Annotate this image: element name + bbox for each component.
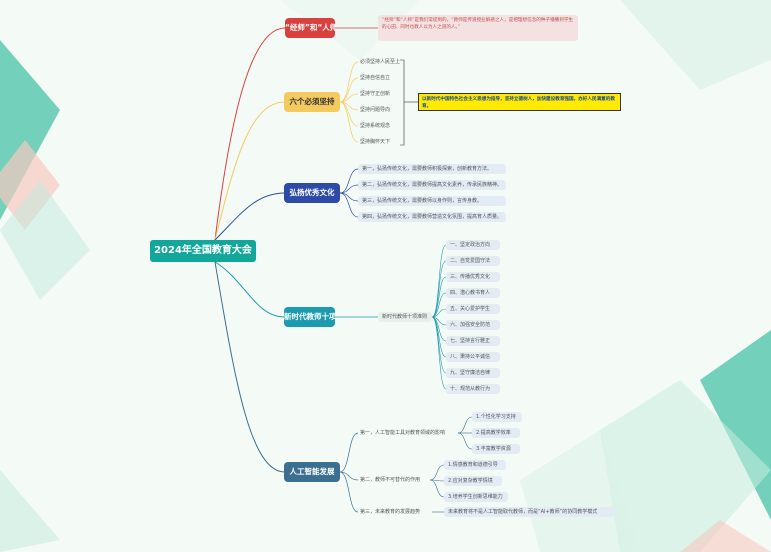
guideline-item[interactable]: 十、规范从教行为 bbox=[446, 384, 500, 394]
guideline-item[interactable]: 五、关心爱护学生 bbox=[446, 304, 500, 314]
guideline-item[interactable]: 九、坚守廉洁自律 bbox=[446, 368, 500, 378]
connector-b2 bbox=[214, 101, 286, 241]
six-musts-item[interactable]: 坚持胸怀天下 bbox=[360, 139, 391, 145]
ai-teacher-item[interactable]: 3.培养学生创新思维能力 bbox=[444, 492, 508, 502]
culture-item[interactable]: 第四，弘扬传统文化，需要教师营造文化氛围，提高育人质量。 bbox=[358, 212, 506, 222]
root-node[interactable]: 2024年全国教育大会 bbox=[150, 240, 256, 262]
ai-group-teacher-role[interactable]: 第二，教师不可替代的作用 bbox=[360, 477, 421, 483]
guideline-item[interactable]: 七、坚持言行雅正 bbox=[446, 336, 500, 346]
six-musts-item[interactable]: 坚持问题导向 bbox=[360, 107, 391, 113]
ai-impact-item[interactable]: 2.提高教学效率 bbox=[472, 428, 520, 438]
connector-b3 bbox=[214, 192, 286, 241]
guideline-item[interactable]: 四、潜心教书育人 bbox=[446, 288, 500, 298]
culture-item[interactable]: 第三，弘扬传统文化，需要教师以身作则，言传身教。 bbox=[358, 196, 506, 206]
branch-jingshi-renshi[interactable]: “经师”和“人师” bbox=[285, 18, 335, 38]
guideline-item[interactable]: 八、秉持公平诚信 bbox=[446, 352, 500, 362]
branch-ten-guidelines[interactable]: 新时代教师十项准则 bbox=[284, 307, 335, 327]
branch-jingshi-note: “经师”和“人师”是我们常提到的，“教师是传道授业解惑之人，是把理想信念的种子播… bbox=[378, 15, 578, 41]
ai-teacher-item[interactable]: 1.情感教育和道德引导 bbox=[444, 460, 506, 470]
ai-group-impact[interactable]: 第一，人工智能工具对教育领域的影响 bbox=[360, 430, 446, 436]
ai-impact-item[interactable]: 1.个性化学习支持 bbox=[472, 412, 522, 422]
ai-impact-item[interactable]: 3.丰富教学资源 bbox=[472, 444, 520, 454]
six-musts-item[interactable]: 坚持自信自立 bbox=[360, 75, 391, 81]
connector-b4 bbox=[214, 261, 286, 318]
six-musts-item[interactable]: 坚持守正创新 bbox=[360, 91, 391, 97]
guideline-item[interactable]: 一、坚定政治方向 bbox=[446, 240, 500, 250]
ai-group-future[interactable]: 第三，未来教育的发展趋势 bbox=[360, 509, 421, 515]
ten-guidelines-hub[interactable]: 新时代教师十项准则 bbox=[378, 312, 432, 322]
culture-item[interactable]: 第二，弘扬传统文化，需要教师提高文化素养，传承民族精神。 bbox=[358, 180, 506, 190]
six-musts-item[interactable]: 必须坚持人民至上 bbox=[360, 59, 400, 65]
six-musts-item[interactable]: 坚持系统观念 bbox=[360, 123, 391, 129]
branch-ai-development[interactable]: 人工智能发展 bbox=[284, 462, 340, 482]
connector-b5 bbox=[214, 261, 286, 473]
culture-item[interactable]: 第一，弘扬传统文化，需要教师积极探索，创新教育方法。 bbox=[358, 164, 506, 174]
guideline-item[interactable]: 三、传播优秀文化 bbox=[446, 272, 500, 282]
connector-b1 bbox=[214, 27, 286, 241]
guideline-item[interactable]: 二、自觉爱国守法 bbox=[446, 256, 500, 266]
branch-culture[interactable]: 弘扬优秀文化 bbox=[284, 183, 340, 203]
ai-future-item[interactable]: 未来教育将不是人工智能取代教师，而是“AI+教师”的协同教学模式 bbox=[444, 507, 614, 517]
six-musts-summary-note: 以新时代中国特色社会主义思想为指导，坚持立德树人，加快建设教育强国，办好人民满意… bbox=[418, 93, 621, 111]
ai-teacher-item[interactable]: 2.应对复杂教学情境 bbox=[444, 476, 502, 486]
branch-six-musts[interactable]: 六个必须坚持 bbox=[284, 92, 340, 112]
guideline-item[interactable]: 六、加强安全防范 bbox=[446, 320, 500, 330]
